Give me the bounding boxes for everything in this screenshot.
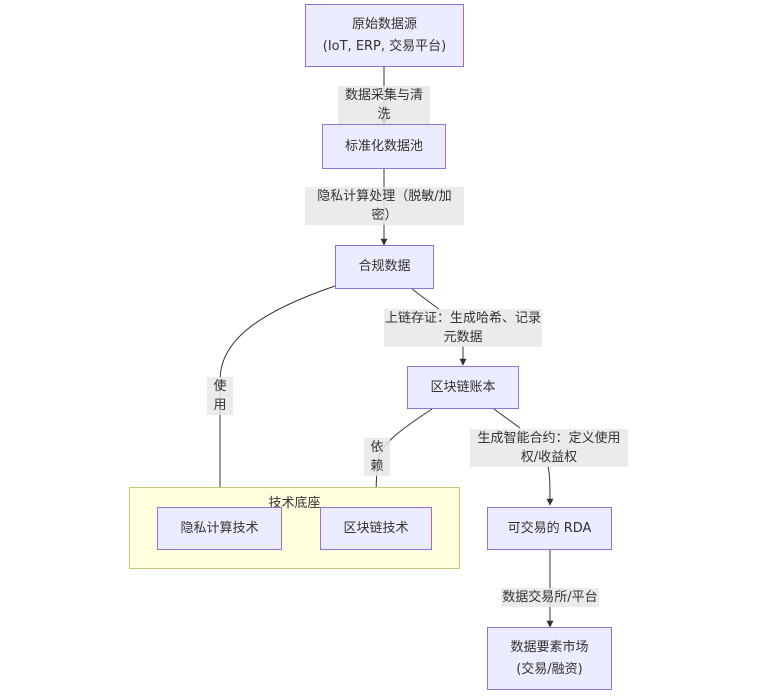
node-label: 区块链技术 xyxy=(343,520,409,536)
edge-label-collect: 数据采集与清洗 xyxy=(338,86,430,124)
node-label: 隐私计算技术 xyxy=(180,520,259,536)
edge-label-exchange: 数据交易所/平台 xyxy=(501,588,599,607)
edge-label-line: 密） xyxy=(371,208,398,223)
node-privacy-computing-tech[interactable]: 隐私计算技术 xyxy=(157,507,282,550)
node-compliant-data[interactable]: 合规数据 xyxy=(335,245,434,289)
node-label: 数据要素市场 xyxy=(510,639,589,655)
edge-label-line: 隐私计算处理（脱敏/加 xyxy=(317,189,452,204)
edge-label-privacy-processing: 隐私计算处理（脱敏/加 密） xyxy=(305,187,464,225)
node-blockchain-tech[interactable]: 区块链技术 xyxy=(320,507,432,550)
edge-label-line: 元数据 xyxy=(443,330,483,345)
node-tradable-rda[interactable]: 可交易的 RDA xyxy=(487,507,612,550)
edge-label-use: 使用 xyxy=(207,377,233,415)
edge-ledger-to-rda xyxy=(493,408,550,505)
node-label: (IoT, ERP, 交易平台) xyxy=(322,38,447,54)
node-label: 原始数据源 xyxy=(351,16,417,32)
edge-label-line: 上链存证：生成哈希、记录 xyxy=(385,311,542,326)
node-label: 区块链账本 xyxy=(430,379,496,395)
edge-label-smart-contract: 生成智能合约：定义使用 权/收益权 xyxy=(470,429,628,467)
node-label: 可交易的 RDA xyxy=(507,520,592,536)
edge-label-line: 权/收益权 xyxy=(520,450,578,465)
node-raw-data-source[interactable]: 原始数据源 (IoT, ERP, 交易平台) xyxy=(305,4,464,67)
edge-label-line: 生成智能合约：定义使用 xyxy=(477,431,621,446)
node-data-factor-market[interactable]: 数据要素市场 (交易/融资) xyxy=(487,627,612,690)
node-label: 合规数据 xyxy=(358,259,411,274)
edge-label-onchain: 上链存证：生成哈希、记录 元数据 xyxy=(384,309,542,347)
node-label: 标准化数据池 xyxy=(344,138,423,154)
edge-compliant-to-privacy-tech xyxy=(216,285,336,506)
node-standard-data-pool[interactable]: 标准化数据池 xyxy=(322,124,446,169)
edge-label-depend: 依赖 xyxy=(364,438,390,476)
edge-compliant-to-ledger xyxy=(411,288,463,365)
node-blockchain-ledger[interactable]: 区块链账本 xyxy=(407,366,519,409)
node-label: (交易/融资) xyxy=(516,661,583,677)
